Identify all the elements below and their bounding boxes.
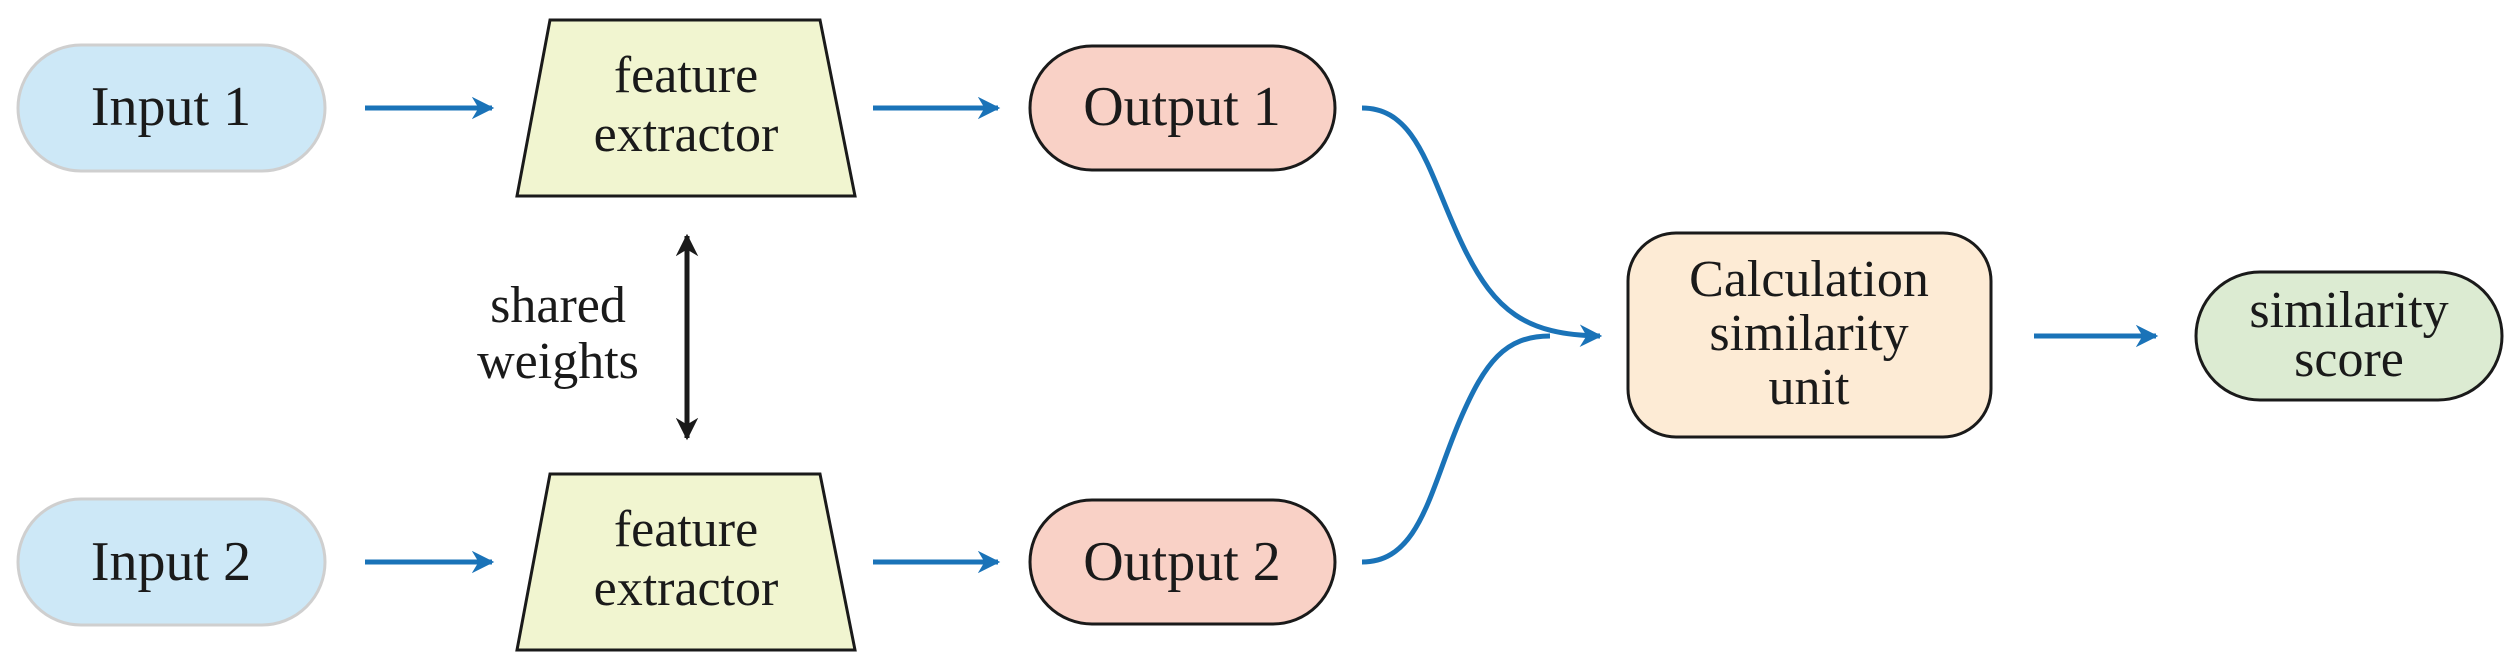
score-line1: similarity (2249, 282, 2448, 339)
shared-weights-line2: weights (477, 333, 639, 390)
extractor-1-line2: extractor (594, 106, 779, 163)
output-2-node: Output 2 (1028, 498, 1337, 626)
output-1-node: Output 1 (1028, 44, 1337, 172)
curve-output1-to-calc (1361, 105, 1603, 347)
calculation-similarity-unit: Calculation similarity unit (1626, 231, 1993, 439)
score-line2: score (2294, 331, 2404, 388)
similarity-score-node: similarity score (2194, 270, 2504, 402)
calc-unit-line2: similarity (1709, 305, 1908, 362)
shared-weights-line1: shared (490, 277, 626, 334)
input-2-node: Input 2 (16, 497, 327, 627)
input-2-label: Input 2 (91, 531, 251, 593)
shared-weights-label: shared weights (477, 277, 639, 390)
extractor-1-line1: feature (614, 47, 758, 104)
output-1-label: Output 1 (1083, 76, 1281, 138)
feature-extractor-2: feature extractor (515, 472, 857, 652)
output-2-label: Output 2 (1083, 531, 1281, 593)
extractor-2-line1: feature (614, 501, 758, 558)
curve-output2-to-calc (1361, 333, 1551, 565)
feature-extractor-1: feature extractor (515, 18, 857, 198)
calc-unit-line1: Calculation (1689, 251, 1929, 308)
input-1-label: Input 1 (91, 76, 251, 138)
extractor-2-line2: extractor (594, 560, 779, 617)
input-1-node: Input 1 (16, 43, 327, 173)
calc-unit-line3: unit (1769, 359, 1850, 416)
